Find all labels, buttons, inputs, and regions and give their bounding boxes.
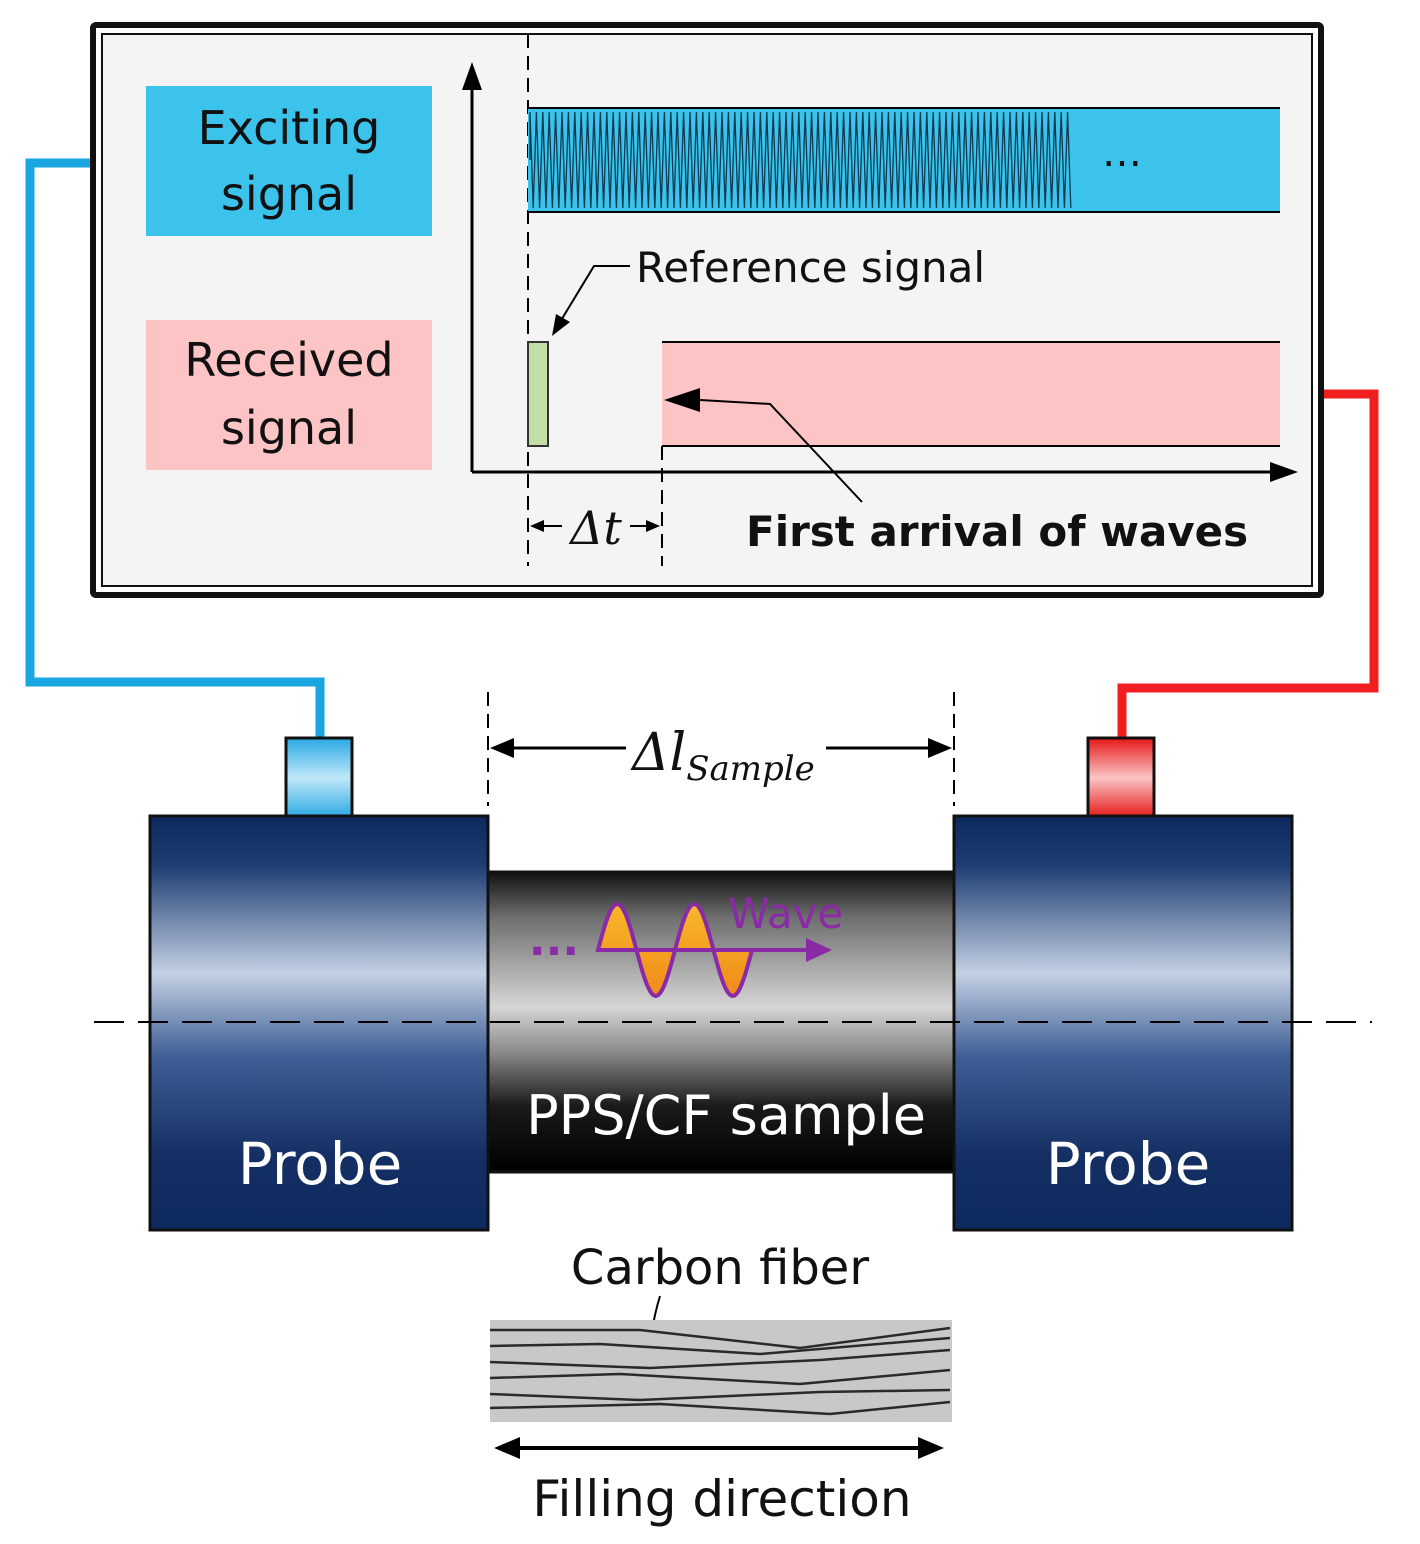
fiber-orientation-illustration: Carbon fiber Filling direction	[489, 1240, 952, 1528]
carbon-fiber-label: Carbon fiber	[571, 1240, 869, 1296]
exciting-signal-waveform	[529, 111, 1072, 209]
right-cable	[1117, 389, 1379, 738]
delta-l-left-arrowhead	[490, 738, 514, 758]
first-arrival-label: First arrival of waves	[746, 507, 1248, 556]
delta-l-right-arrowhead	[928, 738, 952, 758]
fiber-lines	[489, 1326, 951, 1416]
exciting-signal-label-line2: signal	[221, 167, 357, 221]
delta-l-label: ΔlSample	[630, 723, 815, 789]
filling-direction-label: Filling direction	[532, 1470, 911, 1528]
wave-illustration: ··· Wave	[529, 889, 843, 999]
horizontal-axis-arrowhead	[1270, 462, 1298, 482]
fiber-line	[490, 1326, 951, 1350]
sample-length-dimension: ΔlSample	[487, 692, 955, 806]
wave-label: Wave	[728, 889, 843, 938]
first-arrival-arrowhead	[664, 388, 700, 412]
wave-leading-dots: ···	[529, 926, 579, 977]
vertical-axis-arrowhead	[462, 62, 482, 90]
filling-direction-left-arrowhead	[494, 1437, 520, 1459]
fiber-line	[489, 1400, 951, 1416]
fiber-line	[489, 1336, 951, 1356]
fiber-line	[489, 1388, 951, 1402]
received-signal-label-line1: Received	[184, 333, 393, 387]
signal-panel: Exciting signal Received signal … Refere…	[90, 22, 1324, 598]
reference-signal-bar	[527, 341, 549, 447]
filling-direction-right-arrowhead	[918, 1437, 944, 1459]
received-signal-strip	[662, 342, 1280, 446]
reference-signal-leader	[559, 265, 630, 323]
exciting-signal-ellipsis: …	[1102, 130, 1142, 176]
delta-t-label: Δt	[568, 501, 622, 555]
left-cable	[25, 158, 325, 738]
reference-signal-label: Reference signal	[636, 243, 985, 292]
wave-propagation-arrowhead	[806, 938, 832, 962]
delta-l-symbol: Δl	[630, 723, 686, 783]
received-signal-label-line2: signal	[221, 401, 357, 455]
delta-t-left-arrowhead	[530, 520, 544, 532]
left-probe-label: Probe	[238, 1130, 403, 1198]
exciting-waveform-trace	[529, 111, 1072, 209]
right-probe-label: Probe	[1046, 1130, 1211, 1198]
right-probe-connector	[1086, 736, 1156, 820]
left-probe-connector	[284, 736, 354, 820]
pps-cf-sample-label: PPS/CF sample	[526, 1084, 926, 1147]
received-signal-label-box	[146, 320, 432, 470]
exciting-signal-label-box	[146, 86, 432, 236]
exciting-signal-label-line1: Exciting	[198, 101, 381, 155]
reference-signal-arrowhead	[552, 314, 570, 336]
fiber-line	[489, 1368, 951, 1386]
first-arrival-leader	[699, 399, 863, 503]
delta-l-subscript: Sample	[686, 749, 815, 789]
delta-t-right-arrowhead	[646, 520, 660, 532]
fiber-line	[489, 1348, 951, 1370]
